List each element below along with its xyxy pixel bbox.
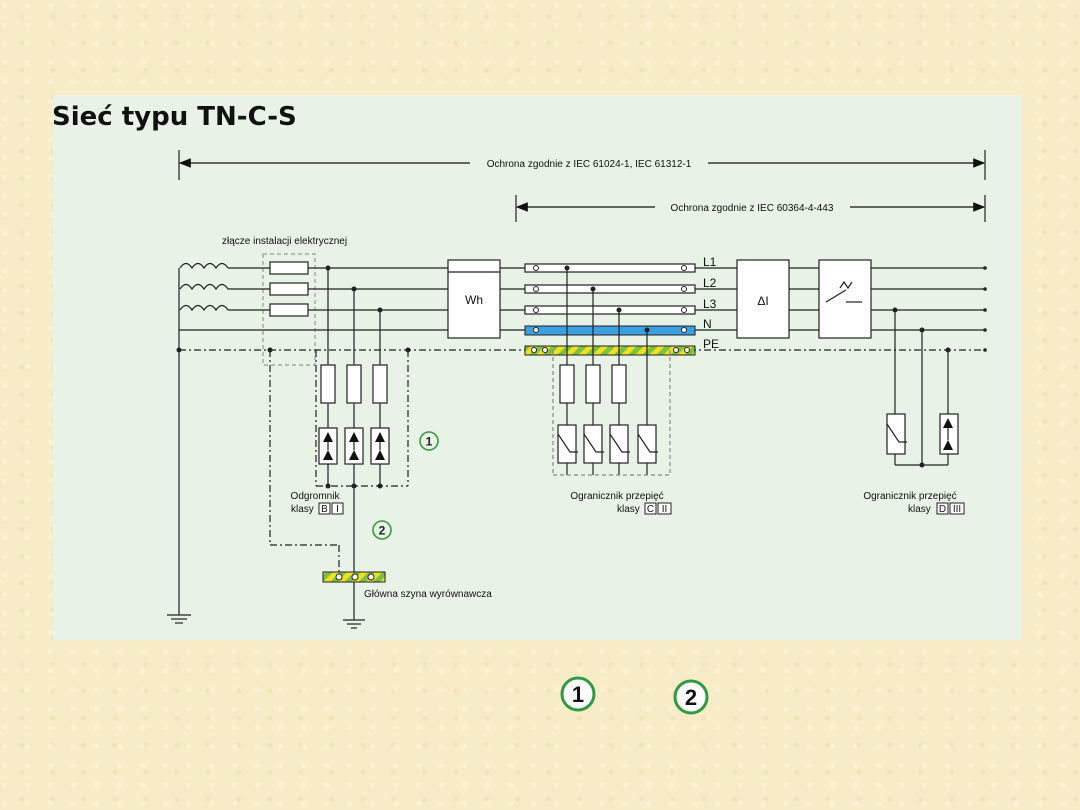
svg-text:1: 1 — [426, 435, 433, 449]
main-fuse-l1 — [269, 261, 309, 275]
meter-label: Wh — [465, 293, 483, 307]
busbar-label: Główna szyna wyrównawcza — [364, 589, 492, 600]
label-l1: L1 — [703, 255, 717, 269]
main-busbar — [322, 571, 386, 629]
class-c-letter: C — [647, 504, 654, 515]
range-2-label: Ochrona zgodnie z IEC 60364-4-443 — [671, 203, 834, 214]
conductors-right — [871, 266, 987, 352]
class-b-letter: B — [321, 504, 328, 515]
marker-2-small: 2 — [372, 520, 392, 540]
svg-text:2: 2 — [379, 524, 386, 538]
label-l3: L3 — [703, 297, 717, 311]
bar-l3 — [524, 305, 696, 315]
meter-box — [447, 259, 501, 339]
bar-terminals — [531, 265, 690, 353]
limiter-c-label-2: klasy — [617, 504, 640, 515]
arrester-b-label-1: Odgromnik — [291, 491, 341, 502]
label-l2: L2 — [703, 276, 717, 290]
class-d-box — [936, 502, 949, 515]
class-d-roman: III — [953, 504, 961, 515]
class-b-roman: I — [336, 504, 339, 515]
limiter-c-label-1: Ogranicznik przepięć — [570, 491, 663, 502]
protection-range-2: Ochrona zgodnie z IEC 60364-4-443 — [515, 195, 986, 222]
bar-pe — [524, 345, 696, 356]
class-b-box — [318, 502, 331, 515]
switch-icon — [825, 280, 862, 303]
label-pe: PE — [703, 337, 719, 351]
range-1-label: Ochrona zgodnie z IEC 61024-1, IEC 61312… — [487, 159, 692, 170]
earth-icon — [167, 347, 191, 624]
limiter-class-c — [552, 265, 671, 476]
main-fuse-l3 — [269, 303, 309, 317]
arrester-b-label-2: klasy — [291, 504, 314, 515]
limiter-d-label-1: Ogranicznik przepięć — [863, 491, 956, 502]
protection-range-1: Ochrona zgodnie z IEC 61024-1, IEC 61312… — [178, 150, 986, 180]
arrester-class-b — [315, 265, 411, 489]
diagram-panel — [53, 95, 1021, 640]
svg-text:2: 2 — [685, 685, 697, 710]
limiter-d-label-2: klasy — [908, 504, 931, 515]
svg-text:1: 1 — [572, 682, 584, 707]
class-d-letter: D — [939, 504, 946, 515]
breaker-box — [818, 259, 872, 339]
marker-2: 2 — [673, 679, 709, 715]
class-c-box — [644, 502, 657, 515]
class-d-box-2 — [949, 502, 965, 515]
class-c-box-2 — [657, 502, 672, 515]
label-n: N — [703, 317, 712, 331]
bar-n — [524, 325, 696, 336]
bar-l2 — [524, 284, 696, 294]
bar-l1 — [524, 263, 696, 273]
main-fuse-l2 — [269, 282, 309, 296]
marker-1-small: 1 — [419, 431, 439, 451]
bonding-conductor — [267, 347, 355, 572]
class-b-box-2 — [331, 502, 344, 515]
connection-label: złącze instalacji elektrycznej — [222, 236, 347, 247]
page-title: Sieć typu TN-C-S — [52, 102, 297, 132]
marker-1: 1 — [560, 676, 596, 712]
limiter-class-d — [886, 307, 959, 468]
rcd-label: ΔI — [757, 294, 768, 308]
class-c-roman: II — [662, 504, 668, 515]
transformer-icon — [178, 262, 229, 330]
rcd-box — [736, 259, 790, 339]
